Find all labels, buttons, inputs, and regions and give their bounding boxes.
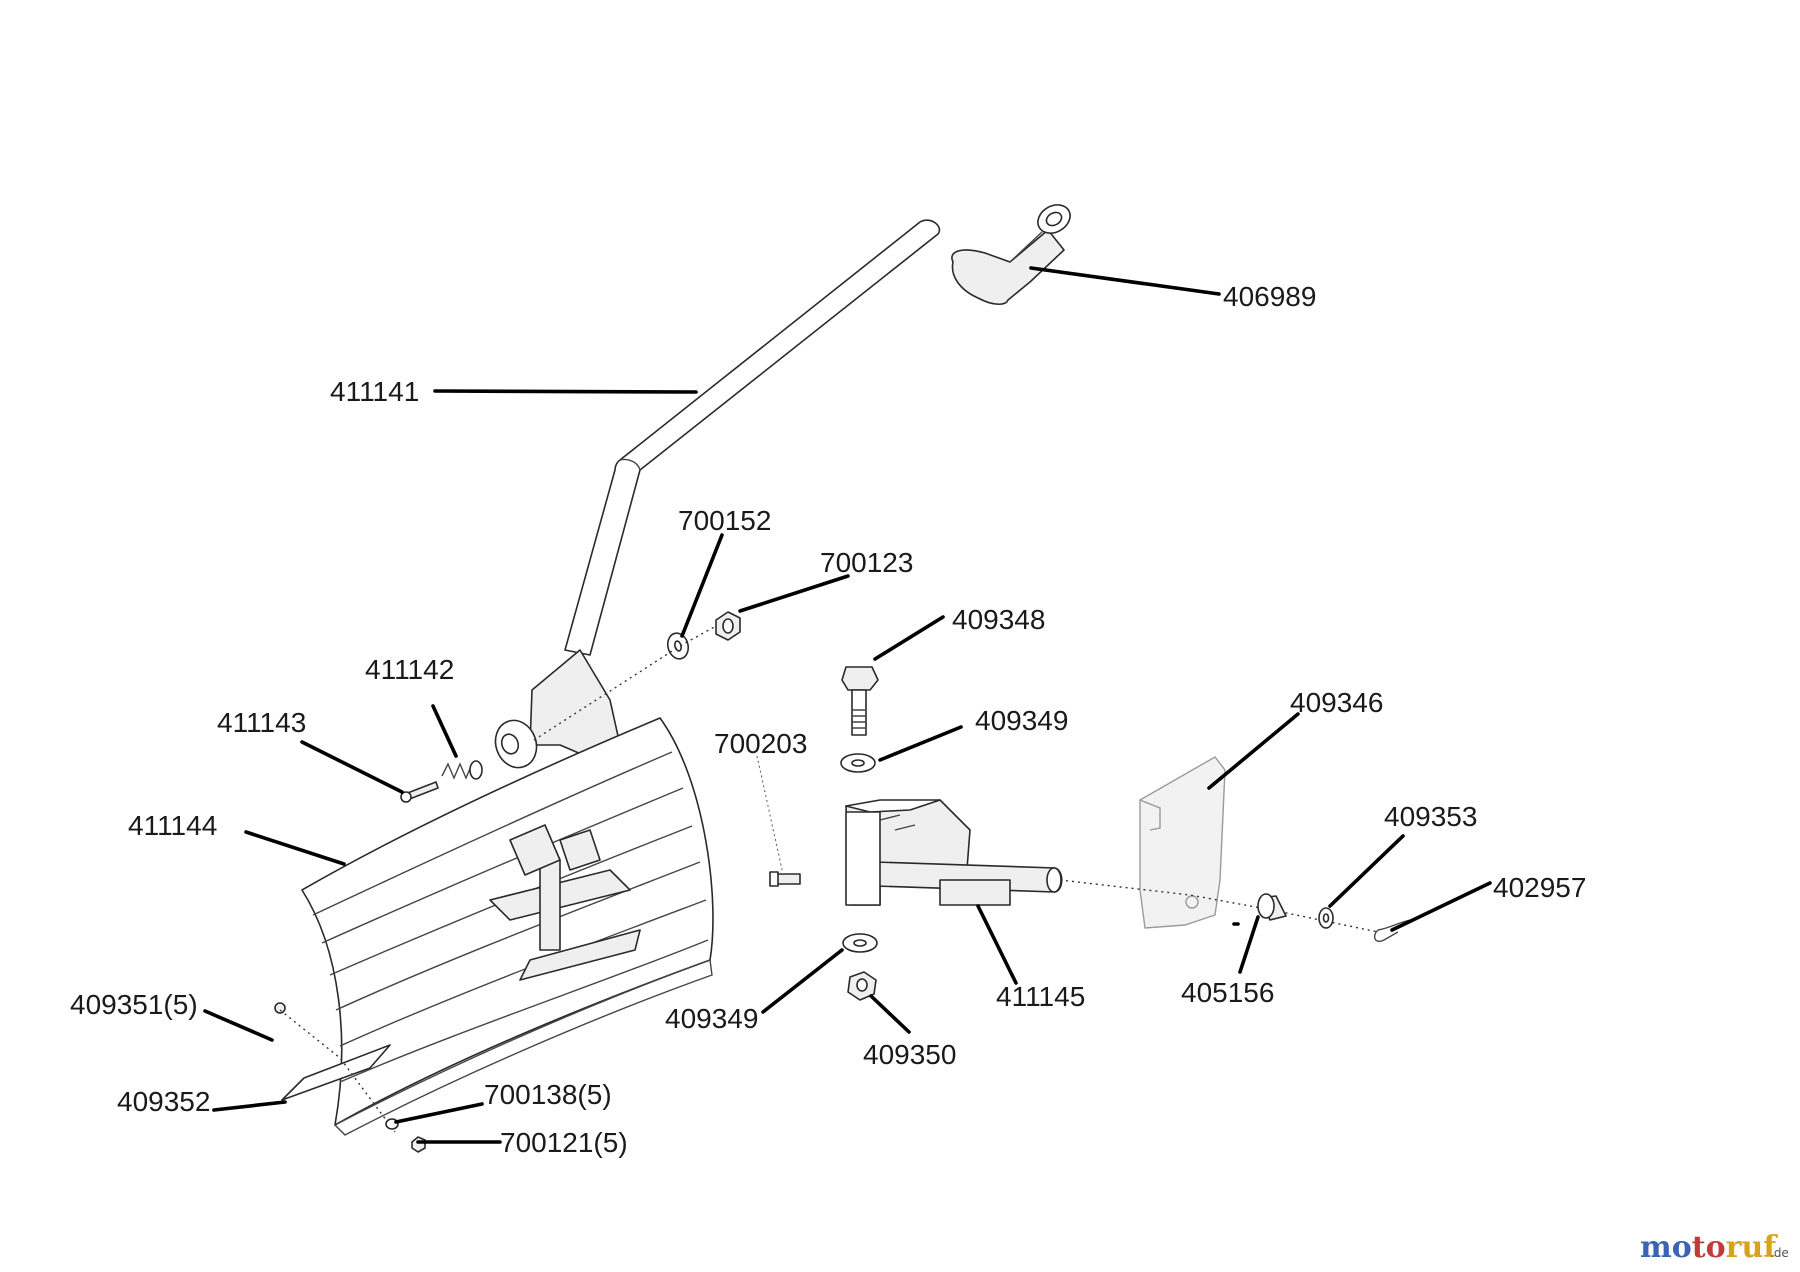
part-labels: 406989 411141 700152 700123 409348 41114… [70,281,1586,1158]
lower-washer-drawing [842,933,878,953]
svg-text:motoruf: motoruf [1640,1230,1778,1265]
motoruf-watermark-logo: motoruf .de [1640,1230,1789,1265]
label-411141: 411141 [330,376,419,407]
push-handle-bar-drawing [494,219,941,789]
label-409351: 409351(5) [70,989,198,1020]
handle-grip-drawing [951,204,1071,306]
logo-part-b: to [1692,1230,1726,1265]
label-409353: 409353 [1384,801,1477,832]
label-409349-upper: 409349 [975,705,1068,736]
label-406989: 406989 [1223,281,1316,312]
leader-lines [203,266,1492,1144]
blade-nut-drawing [411,1136,426,1153]
wear-strip-drawing [281,1044,391,1101]
spring-drawing [441,760,483,780]
carriage-bolt-drawing [274,1002,286,1014]
logo-part-a: mo [1640,1230,1692,1265]
washer-drawing [666,632,690,660]
label-700121: 700121(5) [500,1127,628,1158]
pivot-nut-drawing [847,971,877,1001]
label-405156: 405156 [1181,977,1274,1008]
pivot-bolt-drawing [841,666,879,736]
screw-drawing [400,781,439,803]
upper-washer-drawing [840,753,876,773]
label-409352: 409352 [117,1086,210,1117]
label-411144: 411144 [128,810,217,841]
label-411143: 411143 [217,707,306,738]
label-409348: 409348 [952,604,1045,635]
label-700138: 700138(5) [484,1079,612,1110]
blade-drawing [301,717,714,1136]
label-409350: 409350 [863,1039,956,1070]
grease-nipple-drawing [769,871,801,887]
logo-tld: .de [1770,1246,1789,1260]
lock-nut-drawing [715,611,741,641]
pivot-bracket-drawing [845,799,1063,906]
label-700203: 700203 [714,728,807,759]
logo-part-c: ruf [1726,1230,1779,1265]
pin-washer-drawing [1318,907,1334,929]
bushing-drawing [1257,893,1287,921]
label-700152: 700152 [678,505,771,536]
mounting-plate-drawing [1139,756,1226,929]
label-402957: 402957 [1493,872,1586,903]
bolt-axis-blade [279,1009,396,1133]
label-411145: 411145 [996,981,1085,1012]
label-411142: 411142 [365,654,454,685]
label-409349-lower: 409349 [665,1003,758,1034]
label-700123: 700123 [820,547,913,578]
label-409346: 409346 [1290,687,1383,718]
